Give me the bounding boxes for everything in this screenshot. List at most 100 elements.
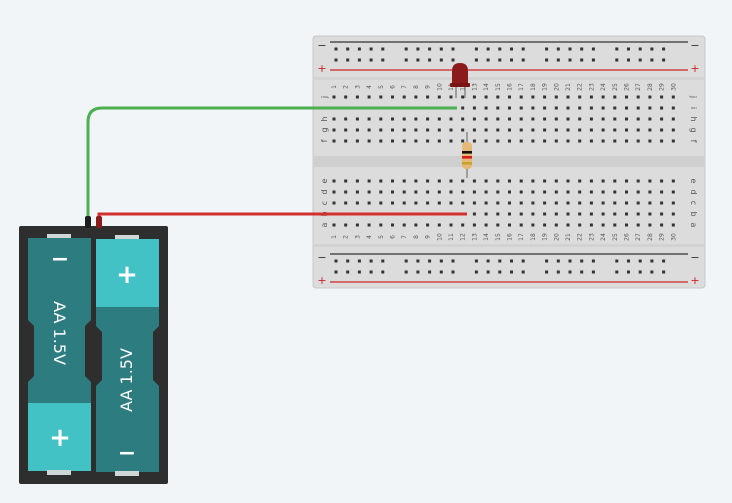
hole-j20[interactable] [554, 95, 558, 99]
hole-d12[interactable] [461, 190, 465, 194]
hole-h23[interactable] [589, 117, 593, 121]
hole-j6[interactable] [391, 95, 394, 99]
hole-d23[interactable] [589, 190, 593, 194]
rail-hole[interactable] [556, 47, 560, 51]
hole-g3[interactable] [355, 128, 359, 132]
hole-e30[interactable] [671, 179, 675, 183]
hole-j3[interactable] [355, 95, 359, 99]
rail-hole[interactable] [556, 259, 560, 263]
hole-h14[interactable] [484, 117, 488, 121]
hole-a21[interactable] [566, 223, 570, 227]
hole-g21[interactable] [566, 128, 570, 132]
hole-b20[interactable] [554, 212, 558, 216]
hole-h3[interactable] [355, 117, 359, 121]
hole-a27[interactable] [636, 223, 640, 227]
hole-b26[interactable] [625, 212, 628, 216]
hole-g2[interactable] [344, 128, 348, 132]
rail-hole[interactable] [521, 58, 525, 62]
rail-hole[interactable] [404, 58, 408, 62]
hole-a1[interactable] [332, 223, 336, 227]
hole-b19[interactable] [543, 212, 547, 216]
hole-e22[interactable] [578, 179, 582, 183]
hole-e14[interactable] [484, 179, 488, 183]
rail-hole[interactable] [568, 58, 572, 62]
hole-f7[interactable] [402, 139, 406, 143]
rail-hole[interactable] [369, 58, 373, 62]
battery-cell-left[interactable]: − AA 1.5V + [28, 234, 91, 475]
hole-a28[interactable] [648, 223, 652, 227]
hole-h10[interactable] [437, 117, 441, 121]
hole-h26[interactable] [625, 117, 628, 121]
rail-hole[interactable] [381, 58, 385, 62]
hole-c7[interactable] [402, 201, 406, 205]
rail-hole[interactable] [428, 58, 432, 62]
hole-e4[interactable] [367, 179, 371, 183]
hole-c15[interactable] [496, 201, 500, 205]
hole-d20[interactable] [554, 190, 558, 194]
rail-hole[interactable] [357, 270, 361, 274]
hole-g25[interactable] [613, 128, 617, 132]
hole-a10[interactable] [437, 223, 441, 227]
hole-j8[interactable] [414, 95, 418, 99]
hole-j27[interactable] [636, 95, 640, 99]
hole-c6[interactable] [391, 201, 394, 205]
rail-hole[interactable] [451, 58, 455, 62]
rail-hole[interactable] [615, 58, 619, 62]
hole-j9[interactable] [426, 95, 430, 99]
rail-hole[interactable] [369, 259, 373, 263]
hole-g10[interactable] [437, 128, 441, 132]
hole-a7[interactable] [402, 223, 406, 227]
hole-b25[interactable] [613, 212, 617, 216]
hole-b15[interactable] [496, 212, 500, 216]
rail-hole[interactable] [334, 259, 338, 263]
hole-g11[interactable] [449, 128, 453, 132]
rail-hole[interactable] [334, 270, 338, 274]
hole-e2[interactable] [344, 179, 348, 183]
rail-hole[interactable] [591, 58, 595, 62]
rail-hole[interactable] [638, 259, 642, 263]
hole-f1[interactable] [332, 139, 336, 143]
hole-j5[interactable] [379, 95, 383, 99]
hole-a24[interactable] [601, 223, 605, 227]
hole-b17[interactable] [519, 212, 523, 216]
hole-e27[interactable] [636, 179, 640, 183]
hole-c14[interactable] [484, 201, 488, 205]
hole-c11[interactable] [449, 201, 453, 205]
hole-b21[interactable] [566, 212, 570, 216]
rail-hole[interactable] [416, 58, 420, 62]
hole-j18[interactable] [531, 95, 535, 99]
hole-c25[interactable] [613, 201, 617, 205]
hole-i19[interactable] [543, 106, 547, 110]
hole-c10[interactable] [437, 201, 441, 205]
hole-i12[interactable] [461, 106, 465, 110]
led-body[interactable] [452, 63, 468, 86]
rail-hole[interactable] [346, 270, 350, 274]
hole-d5[interactable] [379, 190, 383, 194]
rail-hole[interactable] [498, 47, 502, 51]
hole-d8[interactable] [414, 190, 418, 194]
hole-c1[interactable] [332, 201, 336, 205]
rail-hole[interactable] [439, 47, 443, 51]
hole-f9[interactable] [426, 139, 430, 143]
hole-d28[interactable] [648, 190, 652, 194]
hole-e7[interactable] [402, 179, 406, 183]
rail-hole[interactable] [545, 259, 549, 263]
hole-a6[interactable] [391, 223, 394, 227]
rail-hole[interactable] [580, 259, 584, 263]
rail-hole[interactable] [615, 259, 619, 263]
hole-c28[interactable] [648, 201, 652, 205]
hole-j14[interactable] [484, 95, 488, 99]
rail-hole[interactable] [486, 47, 490, 51]
hole-j29[interactable] [660, 95, 664, 99]
rail-hole[interactable] [545, 58, 549, 62]
hole-j19[interactable] [543, 95, 547, 99]
hole-a18[interactable] [531, 223, 535, 227]
hole-g12[interactable] [461, 128, 465, 132]
rail-hole[interactable] [638, 47, 642, 51]
hole-d4[interactable] [367, 190, 371, 194]
rail-hole[interactable] [346, 58, 350, 62]
led[interactable] [450, 63, 470, 98]
rail-hole[interactable] [451, 270, 455, 274]
rail-hole[interactable] [627, 47, 630, 51]
